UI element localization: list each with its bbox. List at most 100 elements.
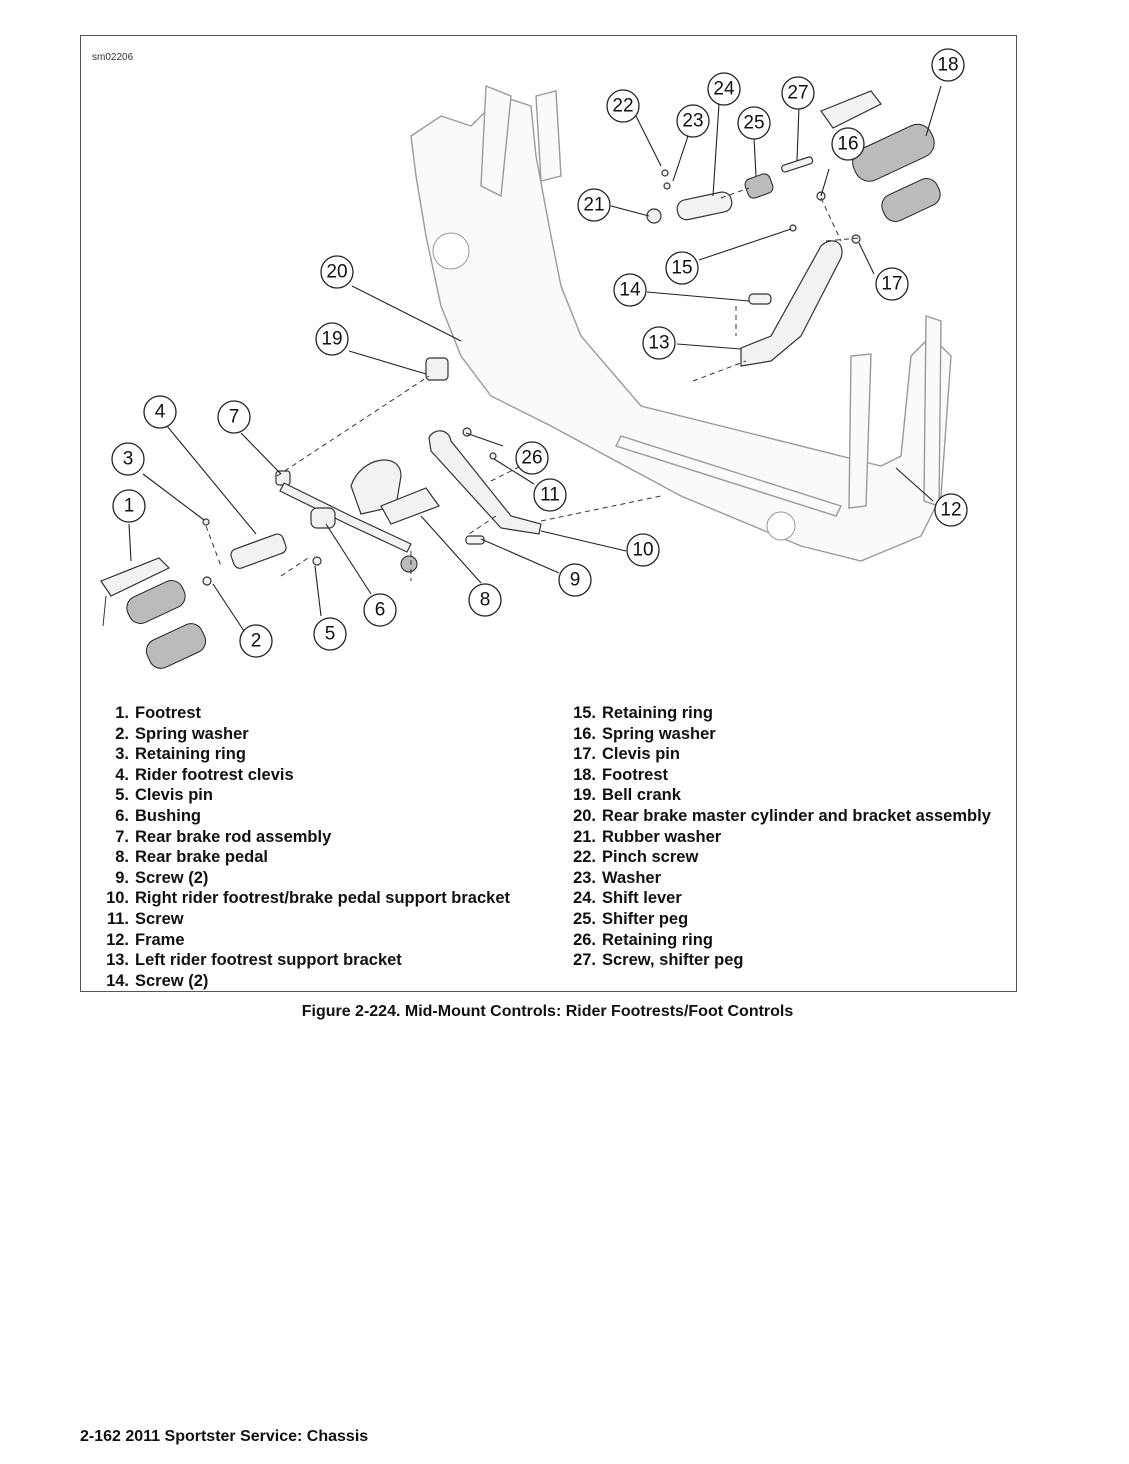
callout-9: 9	[558, 563, 592, 597]
legend-label: Screw	[135, 909, 184, 928]
legend-item: 17.Clevis pin	[568, 744, 991, 765]
legend-label: Retaining ring	[602, 930, 713, 949]
callout-22: 22	[606, 89, 640, 123]
legend-number: 3.	[115, 745, 129, 764]
legend-label: Rubber washer	[602, 827, 722, 846]
legend-number: 7.	[115, 827, 129, 846]
svg-text:1: 1	[124, 496, 135, 517]
callout-7: 7	[217, 400, 251, 434]
svg-text:5: 5	[325, 624, 336, 645]
legend-number: 10.	[106, 889, 129, 908]
legend-item: 26. Retaining ring	[568, 930, 991, 951]
callout-10: 10	[626, 533, 660, 567]
page-footer: 2-162 2011 Sportster Service: Chassis	[80, 1428, 369, 1445]
svg-text:2: 2	[251, 631, 262, 652]
legend-item: 10.Right rider footrest/brake pedal supp…	[101, 888, 510, 909]
legend-number: 16.	[573, 724, 596, 743]
legend-label: Rear brake rod assembly	[135, 827, 332, 846]
svg-text:13: 13	[648, 333, 669, 354]
legend-label: Shift lever	[602, 889, 682, 908]
legend-number: 21.	[573, 827, 596, 846]
svg-text:24: 24	[713, 79, 735, 100]
svg-text:6: 6	[375, 600, 386, 621]
legend-item: 27.Screw, shifter peg	[568, 950, 991, 971]
svg-text:20: 20	[326, 262, 347, 283]
svg-text:23: 23	[682, 111, 703, 132]
figure-caption: Figure 2-224. Mid-Mount Controls: Rider …	[301, 1003, 794, 1020]
legend-label: Footrest	[602, 765, 668, 784]
legend-item: 24. Shift lever	[568, 888, 991, 909]
svg-text:15: 15	[671, 258, 692, 279]
legend-label: Spring washer	[602, 724, 716, 743]
svg-text:14: 14	[619, 280, 641, 301]
left-side-parts	[100, 357, 542, 676]
legend-number: 9.	[115, 868, 129, 887]
callout-17: 17	[875, 267, 909, 301]
legend-label: Screw, shifter peg	[602, 951, 744, 970]
legend-item: 22.Pinch screw	[568, 847, 991, 868]
legend-number: 20.	[573, 806, 596, 825]
svg-text:25: 25	[743, 113, 764, 134]
legend-number: 24.	[573, 889, 596, 908]
legend-item: 19. Bell crank	[568, 785, 991, 806]
svg-text:22: 22	[612, 96, 633, 117]
legend-label: Bell crank	[602, 786, 681, 805]
legend-item: 14.Screw (2)	[101, 971, 510, 992]
callout-3: 3	[111, 442, 145, 476]
legend-number: 25.	[573, 909, 596, 928]
callout-11: 11	[533, 478, 567, 512]
legend-item: 23.Washer	[568, 868, 991, 889]
legend-label: Pinch screw	[602, 848, 699, 867]
legend-item: 15. Retaining ring	[568, 703, 991, 724]
svg-text:19: 19	[321, 329, 342, 350]
svg-text:16: 16	[837, 134, 858, 155]
legend-number: 12.	[106, 930, 129, 949]
legend-number: 26.	[573, 930, 596, 949]
legend-item: 16. Spring washer	[568, 724, 991, 745]
legend-number: 11.	[106, 909, 129, 928]
legend-label: Spring washer	[135, 724, 249, 743]
legend-number: 19.	[573, 786, 596, 805]
legend-item: 4.Rider footrest clevis	[101, 765, 510, 786]
legend-label: Screw (2)	[135, 868, 209, 887]
legend-item: 20. Rear brake master cylinder and bracke…	[568, 806, 991, 827]
callout-6: 6	[363, 593, 397, 627]
svg-text:12: 12	[940, 500, 961, 521]
callout-20: 20	[320, 255, 354, 289]
svg-text:21: 21	[583, 195, 604, 216]
legend-item: 5.Clevis pin	[101, 785, 510, 806]
svg-text:11: 11	[540, 485, 560, 506]
callout-23: 23	[676, 104, 710, 138]
legend-label: Left rider footrest support bracket	[135, 951, 402, 970]
legend-number: 5.	[115, 786, 129, 805]
exploded-view-diagram: 1 2 3 4 5 6 7 8 9 10 11 12 13 14 15 16 1…	[100, 48, 968, 676]
callout-19: 19	[315, 322, 349, 356]
callout-12: 12	[934, 493, 968, 527]
legend-label: Clevis pin	[602, 745, 680, 764]
legend-number: 1.	[115, 704, 129, 722]
figure-id-label: sm02206	[92, 52, 134, 63]
callout-4: 4	[143, 395, 177, 429]
svg-text:27: 27	[787, 83, 808, 104]
legend-item: 9. Screw (2)	[101, 868, 510, 889]
legend-number: 15.	[573, 704, 596, 722]
right-side-parts	[646, 90, 941, 367]
legend-item: 6.Bushing	[101, 806, 510, 827]
legend-item: 18.Footrest	[568, 765, 991, 786]
legend-label: Retaining ring	[602, 704, 713, 722]
callout-5: 5	[313, 617, 347, 651]
legend-item: 11. Screw	[101, 909, 510, 930]
callout-25: 25	[737, 106, 771, 140]
callout-16: 16	[831, 127, 865, 161]
callout-24: 24	[707, 72, 741, 106]
callout-8: 8	[468, 583, 502, 617]
legend-item: 8.Rear brake pedal	[101, 847, 510, 868]
callout-15: 15	[665, 251, 699, 285]
callout-27: 27	[781, 76, 815, 110]
svg-text:9: 9	[570, 570, 581, 591]
callout-13: 13	[642, 326, 676, 360]
frame-illustration	[410, 84, 952, 562]
legend-label: Rear brake master cylinder and bracket a…	[602, 806, 991, 825]
